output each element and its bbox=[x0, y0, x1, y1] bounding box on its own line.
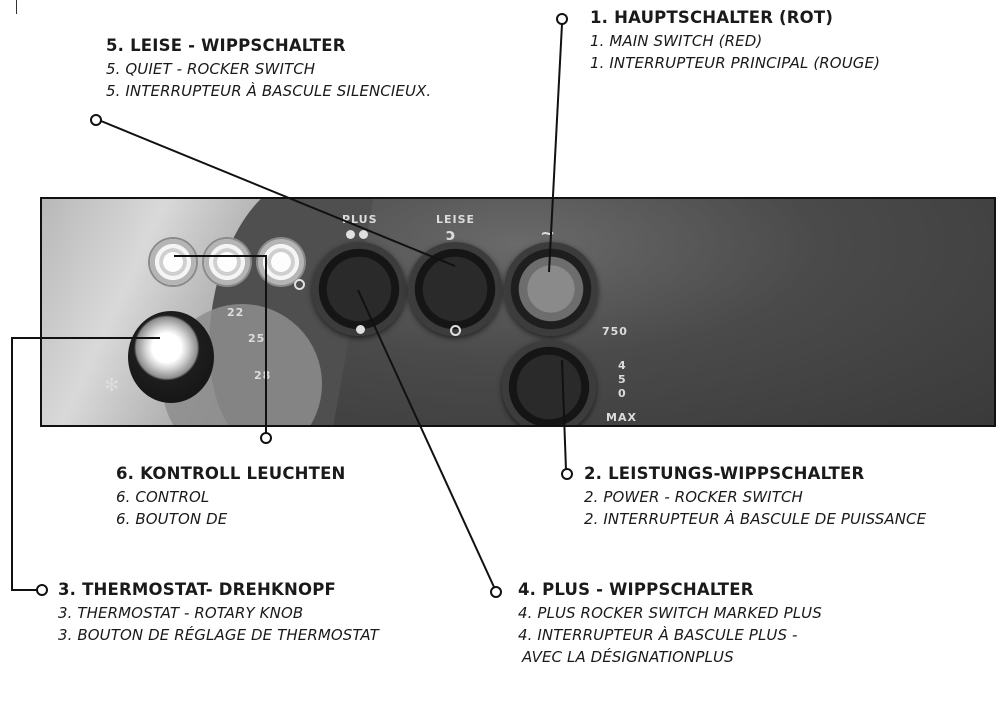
plus-switch-fr-line2: AVEC LA DÉSIGNATIONPLUS bbox=[522, 648, 734, 666]
control-lamps-fr: 6. BOUTON DE bbox=[116, 510, 228, 528]
plus-switch-fr: 4. INTERRUPTEUR À BASCULE PLUS - bbox=[518, 626, 798, 644]
snowflake-icon: ✻ bbox=[104, 375, 121, 396]
quiet-switch-title: 5. LEISE - WIPPSCHALTER bbox=[106, 36, 346, 55]
control-lamps-title: 6. KONTROLL LEUCHTEN bbox=[116, 464, 346, 483]
thermostat-knob bbox=[128, 311, 214, 403]
quiet-switch-ring bbox=[450, 325, 461, 336]
leader-anchor-quiet-switch bbox=[90, 114, 102, 126]
callout-quiet-switch: 5. LEISE - WIPPSCHALTER 5. QUIET - ROCKE… bbox=[106, 34, 431, 102]
leader-anchor-control-lamps bbox=[260, 432, 272, 444]
leader-anchor-main-switch bbox=[556, 13, 568, 25]
dial-mark-25: 25 bbox=[248, 332, 266, 345]
plus-dot-1 bbox=[346, 230, 355, 239]
quiet-switch-fr: 5. INTERRUPTEUR À BASCULE SILENCIEUX. bbox=[106, 82, 432, 100]
plus-dot-2 bbox=[359, 230, 368, 239]
leader-anchor-power-switch bbox=[561, 468, 573, 480]
main-switch-title: 1. HAUPTSCHALTER (ROT) bbox=[590, 8, 834, 27]
thermostat-fr: 3. BOUTON DE RÉGLAGE DE THERMOSTAT bbox=[58, 626, 379, 644]
power-rocker-switch bbox=[502, 340, 596, 425]
dial-mark-22: 22 bbox=[227, 306, 245, 319]
main-switch-fr: 1. INTERRUPTEUR PRINCIPAL (ROUGE) bbox=[590, 54, 881, 72]
thermostat-title: 3. THERMOSTAT- DREHKNOPF bbox=[58, 580, 337, 599]
power-5-mark: 5 bbox=[618, 373, 627, 386]
callout-power-switch: 2. LEISTUNGS-WIPPSCHALTER 2. POWER - ROC… bbox=[584, 462, 926, 530]
quiet-switch-en: 5. QUIET - ROCKER SWITCH bbox=[106, 60, 316, 78]
indicator-lamp-plus bbox=[204, 239, 250, 285]
leader-anchor-plus-switch bbox=[490, 586, 502, 598]
plus-label: PLUS bbox=[342, 213, 378, 226]
corner-tick bbox=[16, 0, 17, 14]
main-switch-en: 1. MAIN SWITCH (RED) bbox=[590, 32, 763, 50]
callout-plus-switch: 4. PLUS - WIPPSCHALTER 4. PLUS ROCKER SW… bbox=[518, 578, 822, 668]
power-switch-title: 2. LEISTUNGS-WIPPSCHALTER bbox=[584, 464, 865, 483]
power-750-mark: 750 bbox=[602, 325, 628, 338]
callout-thermostat: 3. THERMOSTAT- DREHKNOPF 3. THERMOSTAT -… bbox=[58, 578, 379, 646]
dial-mark-28: 28 bbox=[254, 369, 272, 382]
power-4-mark: 4 bbox=[618, 359, 627, 372]
control-lamps-en: 6. CONTROL bbox=[116, 488, 210, 506]
tilde-icon: ~ bbox=[540, 223, 557, 244]
callout-main-switch: 1. HAUPTSCHALTER (ROT) 1. MAIN SWITCH (R… bbox=[590, 6, 880, 74]
plus-switch-title: 4. PLUS - WIPPSCHALTER bbox=[518, 580, 754, 599]
lamp-marker-ring bbox=[294, 279, 305, 290]
callout-control-lamps: 6. KONTROLL LEUCHTEN 6. CONTROL 6. BOUTO… bbox=[116, 462, 346, 530]
indicator-lamp-sun bbox=[150, 239, 196, 285]
leader-anchor-thermostat bbox=[36, 584, 48, 596]
power-switch-fr: 2. INTERRUPTEUR À BASCULE DE PUISSANCE bbox=[584, 510, 927, 528]
plus-rocker-switch bbox=[312, 242, 406, 336]
main-switch bbox=[504, 242, 598, 336]
plus-switch-en: 4. PLUS ROCKER SWITCH MARKED PLUS bbox=[518, 604, 822, 622]
plus-switch-dot bbox=[356, 325, 365, 334]
heater-control-panel-photo: 22 25 28 ✻ PLUS LEISE ↄ ~ 750 4 5 0 MAX bbox=[40, 197, 996, 427]
thermostat-en: 3. THERMOSTAT - ROTARY KNOB bbox=[58, 604, 304, 622]
quiet-rocker-switch bbox=[408, 242, 502, 336]
power-switch-en: 2. POWER - ROCKER SWITCH bbox=[584, 488, 803, 506]
power-max-mark: MAX bbox=[606, 411, 637, 424]
power-0-mark: 0 bbox=[618, 387, 627, 400]
indicator-lamp-quiet bbox=[258, 239, 304, 285]
